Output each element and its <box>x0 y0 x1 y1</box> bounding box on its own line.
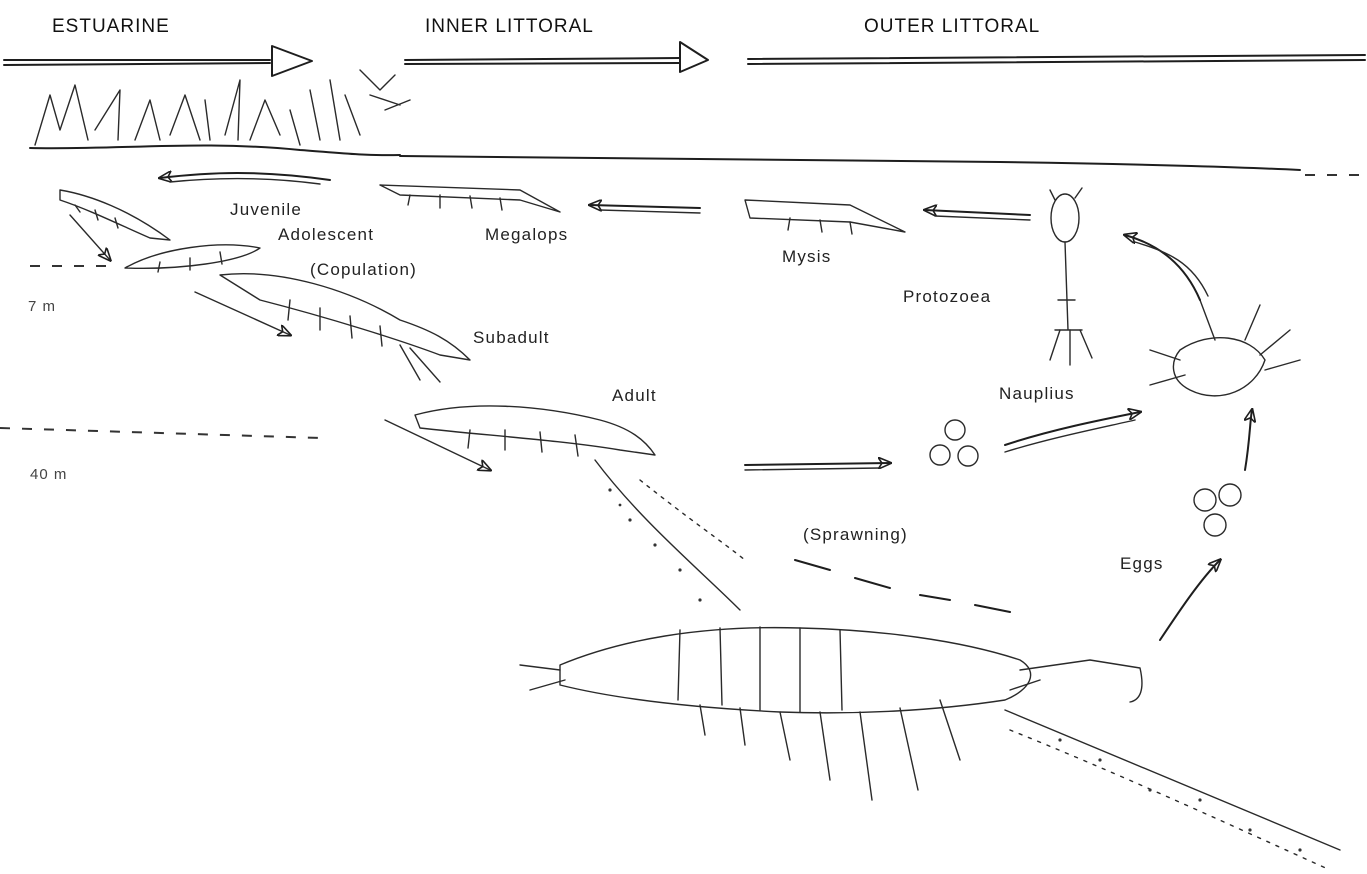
mysis-larva <box>745 200 905 234</box>
arrow-adult-to-eggs <box>745 463 890 470</box>
stage-label-nauplius: Nauplius <box>999 384 1075 404</box>
stage-label-subadult: Subadult <box>473 328 550 348</box>
depth-label-deep: 40 m <box>30 466 67 483</box>
zone-arrow-outer-littoral <box>748 55 1365 64</box>
stage-label-protozoea: Protozoea <box>903 287 991 307</box>
arrow-nauplius-rising <box>1005 412 1140 452</box>
stage-label-copulation: (Copulation) <box>310 260 417 280</box>
zone-label-inner-littoral: INNER LITTORAL <box>425 16 594 38</box>
megalops-larva <box>380 185 560 212</box>
stage-label-adolescent: Adolescent <box>278 225 374 245</box>
protozoea-larva <box>1050 188 1092 365</box>
water-surface <box>400 156 1300 170</box>
stage-label-juvenile: Juvenile <box>230 200 302 220</box>
adolescent-shrimp <box>70 215 260 272</box>
depth-label-shallow: 7 m <box>28 298 56 315</box>
arrow-spawn-to-eggs <box>1160 560 1220 640</box>
spawning-female-shrimp <box>520 627 1142 800</box>
arrow-protozoea-to-mysis <box>925 210 1030 220</box>
depth-line-deep <box>0 428 320 438</box>
stage-label-eggs: Eggs <box>1120 554 1164 574</box>
arrow-nauplius-to-protozoea <box>1125 235 1208 300</box>
nauplius-larva <box>1150 300 1300 396</box>
stage-label-adult: Adult <box>612 386 657 406</box>
subadult-shrimp <box>195 274 470 382</box>
marsh-vegetation <box>30 70 410 155</box>
zone-label-outer-littoral: OUTER LITTORAL <box>864 16 1040 38</box>
zone-arrow-estuarine <box>4 46 312 76</box>
spawning-path <box>795 560 1010 612</box>
stage-label-spawning: (Sprawning) <box>803 525 908 545</box>
arrow-mysis-to-megalops <box>590 205 700 213</box>
arrow-to-estuary <box>160 173 330 184</box>
stage-label-megalops: Megalops <box>485 225 568 245</box>
arrow-eggs-to-nauplius <box>1245 410 1252 470</box>
zone-label-estuarine: ESTUARINE <box>52 16 170 38</box>
adult-shrimp <box>385 406 655 470</box>
seabed-slope <box>595 460 1340 870</box>
eggs <box>930 420 1241 536</box>
juvenile-shrimp <box>60 190 170 240</box>
zone-arrow-inner-littoral <box>405 42 708 72</box>
stage-label-mysis: Mysis <box>782 247 831 267</box>
